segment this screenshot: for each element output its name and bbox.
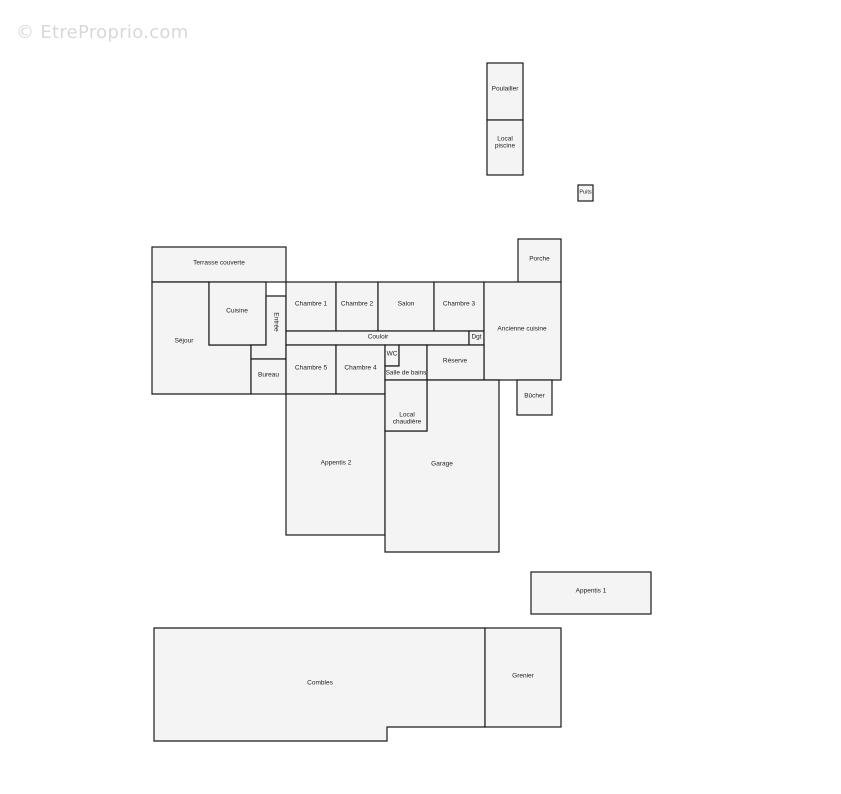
room-label: Local bbox=[497, 136, 513, 143]
room-label: Ancienne cuisine bbox=[497, 326, 547, 333]
room-chambre-3[interactable]: Chambre 3 bbox=[433, 281, 485, 332]
room-label: Réserve bbox=[443, 358, 468, 365]
room-bureau[interactable]: Bureau bbox=[250, 358, 287, 395]
room-appentis-1[interactable]: Appentis 1 bbox=[530, 571, 652, 615]
room-label: Salon bbox=[398, 301, 415, 308]
room-label: Salle de bains bbox=[386, 370, 428, 377]
room-combles[interactable]: Combles bbox=[153, 627, 486, 742]
room-label: Combles bbox=[307, 680, 333, 687]
room-local-piscine[interactable]: Local piscine bbox=[486, 119, 524, 176]
room-grenier[interactable]: Grenier bbox=[484, 627, 562, 728]
room-label: Poulailler bbox=[492, 86, 520, 93]
room-label: Chambre 3 bbox=[443, 301, 476, 308]
room-reserve[interactable]: Réserve bbox=[426, 344, 485, 381]
room-label: Puits bbox=[579, 189, 591, 195]
room-label: Bûcher bbox=[524, 393, 545, 400]
room-couloir[interactable]: Couloir bbox=[285, 330, 470, 346]
room-label: Chambre 2 bbox=[341, 301, 374, 308]
room-label: WC bbox=[387, 351, 398, 358]
room-terrasse-couverte[interactable]: Terrasse couverte bbox=[151, 246, 287, 283]
room-label: Dgt bbox=[471, 334, 481, 341]
room-label: Séjour bbox=[175, 338, 195, 345]
watermark: © EtreProprio.com bbox=[16, 22, 189, 43]
room-label: Grenier bbox=[512, 673, 535, 680]
room-chambre-5[interactable]: Chambre 5 bbox=[285, 344, 337, 395]
room-cuisine[interactable]: Cuisine bbox=[208, 281, 267, 346]
room-dgt[interactable]: Dgt bbox=[468, 330, 485, 346]
room-label: Bureau bbox=[258, 372, 279, 379]
room-label: Couloir bbox=[368, 334, 389, 341]
room-label: chaudière bbox=[393, 419, 422, 426]
room-label: Porche bbox=[529, 256, 550, 263]
room-bucher[interactable]: Bûcher bbox=[516, 379, 553, 416]
room-poulailler[interactable]: Poulailler bbox=[486, 62, 524, 121]
room-label: Terrasse couverte bbox=[193, 260, 245, 267]
room-local-chaudiere[interactable]: Local chaudière bbox=[384, 379, 428, 432]
room-salon[interactable]: Salon bbox=[377, 281, 435, 332]
room-label: piscine bbox=[495, 143, 516, 150]
room-puits[interactable]: Puits bbox=[577, 184, 594, 202]
room-label: Garage bbox=[431, 461, 453, 468]
room-wc[interactable]: WC bbox=[384, 344, 400, 367]
room-label: Local bbox=[399, 412, 415, 419]
room-chambre-2[interactable]: Chambre 2 bbox=[335, 281, 379, 332]
room-label: Cuisine bbox=[226, 308, 248, 315]
room-chambre-4[interactable]: Chambre 4 bbox=[335, 344, 386, 395]
room-label: Appentis 1 bbox=[576, 588, 607, 595]
room-chambre-1[interactable]: Chambre 1 bbox=[285, 281, 337, 332]
room-label: Entrée bbox=[272, 312, 279, 332]
room-label: Chambre 1 bbox=[295, 301, 328, 308]
room-porche[interactable]: Porche bbox=[517, 238, 562, 283]
room-ancienne-cuisine[interactable]: Ancienne cuisine bbox=[483, 281, 562, 381]
room-label: Chambre 4 bbox=[344, 365, 377, 372]
room-label: Chambre 5 bbox=[295, 365, 328, 372]
room-appentis-2[interactable]: Appentis 2 bbox=[285, 393, 386, 536]
room-label: Appentis 2 bbox=[321, 460, 352, 467]
